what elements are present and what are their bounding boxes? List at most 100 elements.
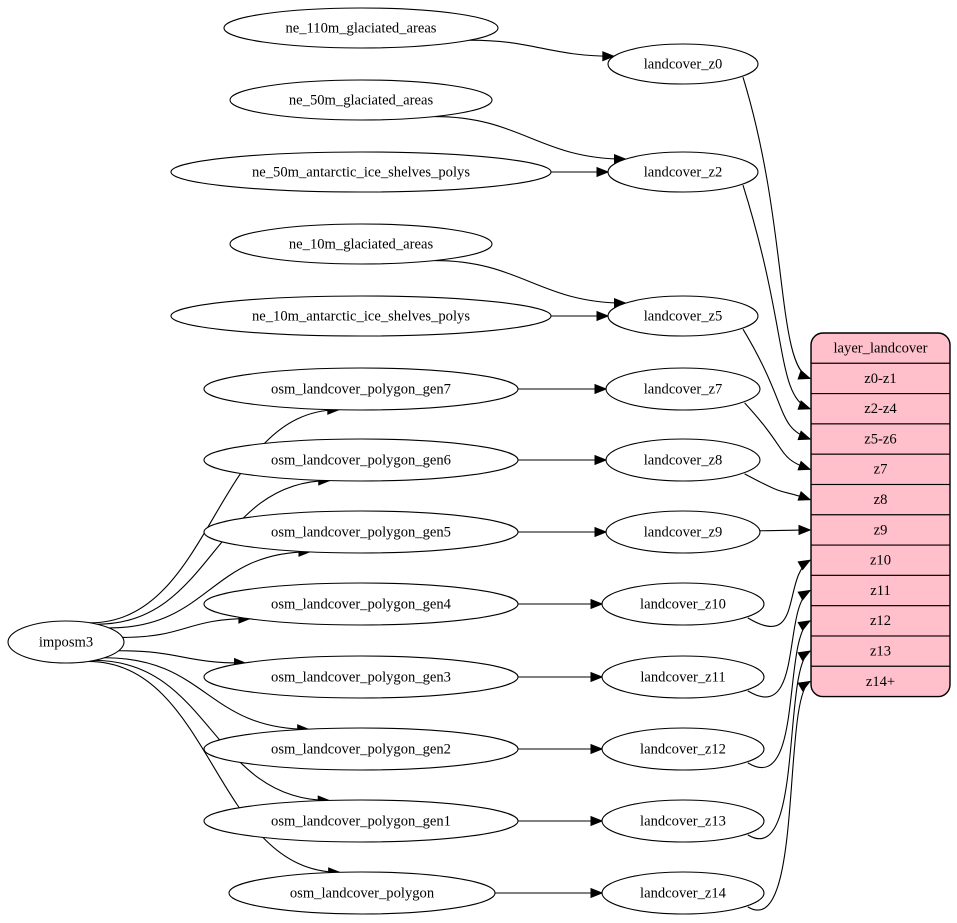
node-landcover_z11-label: landcover_z11 [640, 669, 725, 685]
layer-landcover-row-z12[interactable] [811, 605, 950, 637]
edge-landcover_z14-to-layer-row [747, 680, 811, 911]
layer-landcover-row-z0-z1[interactable] [811, 362, 950, 395]
node-ne_50m_antarctic_ice_shelves_polys-label: ne_50m_antarctic_ice_shelves_polys [252, 164, 470, 180]
edge-ne_110m_glaciated_areas-to-landcover_z0 [469, 39, 614, 57]
node-landcover_z9-label: landcover_z9 [644, 524, 723, 540]
node-landcover_z12-label: landcover_z12 [640, 741, 726, 757]
node-landcover_z8[interactable]: landcover_z8 [605, 438, 761, 482]
layer-landcover-row-z14plus[interactable] [811, 665, 950, 697]
node-imposm3[interactable]: imposm3 [7, 620, 125, 664]
layer-landcover-border [810, 332, 951, 698]
node-osm_landcover_polygon_gen1[interactable]: osm_landcover_polygon_gen1 [203, 799, 519, 843]
edge-arrowhead [797, 680, 812, 692]
node-landcover_z2-shape [607, 151, 759, 193]
node-osm_landcover_polygon_gen2-shape [203, 727, 519, 771]
node-landcover_z0-label: landcover_z0 [644, 56, 723, 72]
edge-arrowhead [797, 430, 812, 441]
node-landcover_z13-label: landcover_z13 [640, 813, 726, 829]
edge-ne_10m_glaciated_areas-to-landcover_z5 [434, 259, 626, 304]
node-landcover_z5-shape [607, 295, 759, 337]
node-ne_50m_glaciated_areas-label: ne_50m_glaciated_areas [289, 92, 434, 108]
node-landcover_z13-shape [601, 799, 765, 843]
edge-ne_50m_glaciated_areas-to-landcover_z2 [434, 115, 626, 160]
node-osm_landcover_polygon_gen3-shape [203, 655, 519, 699]
node-landcover_z7[interactable]: landcover_z7 [605, 367, 761, 411]
layer-landcover-row-z10[interactable] [811, 544, 950, 576]
layer-landcover-row-z5-z6[interactable] [811, 423, 950, 455]
node-ne_10m_glaciated_areas[interactable]: ne_10m_glaciated_areas [229, 223, 493, 265]
edge-arrowhead [596, 310, 610, 322]
layer-landcover-row-z13-label: z13 [870, 643, 891, 659]
layer-landcover-row-z10-label: z10 [870, 553, 891, 569]
edge-imposm3-to-osm_landcover_polygon_gen7 [89, 409, 339, 624]
node-ne_50m_glaciated_areas[interactable]: ne_50m_glaciated_areas [229, 79, 493, 121]
node-landcover_z7-label: landcover_z7 [644, 381, 723, 397]
node-landcover_z10[interactable]: landcover_z10 [601, 582, 765, 626]
node-landcover_z0[interactable]: landcover_z0 [607, 43, 759, 85]
node-osm_landcover_polygon_gen3[interactable]: osm_landcover_polygon_gen3 [203, 655, 519, 699]
layer-landcover-row-z5-z6-label: z5-z6 [864, 431, 896, 447]
node-ne_10m_glaciated_areas-shape [229, 223, 493, 265]
node-landcover_z5[interactable]: landcover_z5 [607, 295, 759, 337]
node-ne_10m_antarctic_ice_shelves_polys-shape [170, 295, 552, 337]
node-landcover_z14-label: landcover_z14 [640, 885, 727, 901]
node-osm_landcover_polygon_gen7[interactable]: osm_landcover_polygon_gen7 [203, 367, 519, 411]
node-ne_110m_glaciated_areas[interactable]: ne_110m_glaciated_areas [223, 7, 499, 49]
edge-arrowhead [797, 490, 812, 501]
node-osm_landcover_polygon-label: osm_landcover_polygon [290, 885, 435, 901]
edge-landcover_z2-to-layer-row [742, 185, 811, 410]
edge-imposm3-to-osm_landcover_polygon [87, 660, 340, 873]
node-landcover_z2[interactable]: landcover_z2 [607, 151, 759, 193]
layer-landcover-header-label: layer_landcover [834, 340, 928, 356]
edge-imposm3-to-osm_landcover_polygon_gen5 [109, 551, 310, 629]
edge-arrowhead [590, 598, 604, 610]
node-landcover_z14-shape [601, 871, 765, 915]
edge-imposm3-to-osm_landcover_polygon_gen6 [97, 479, 330, 625]
node-osm_landcover_polygon_gen2-label: osm_landcover_polygon_gen2 [271, 741, 451, 757]
node-osm_landcover_polygon-shape [228, 871, 496, 915]
node-ne_10m_antarctic_ice_shelves_polys[interactable]: ne_10m_antarctic_ice_shelves_polys [170, 295, 552, 337]
node-ne_10m_glaciated_areas-label: ne_10m_glaciated_areas [289, 236, 434, 252]
node-ne_50m_antarctic_ice_shelves_polys[interactable]: ne_50m_antarctic_ice_shelves_polys [170, 151, 552, 193]
layer-landcover-row-z8-label: z8 [874, 492, 888, 508]
node-osm_landcover_polygon_gen4[interactable]: osm_landcover_polygon_gen4 [203, 582, 519, 626]
edge-arrowhead [590, 671, 604, 683]
node-landcover_z8-shape [605, 438, 761, 482]
node-osm_landcover_polygon_gen7-label: osm_landcover_polygon_gen7 [271, 381, 451, 397]
layer-landcover-row-z9[interactable] [811, 514, 950, 546]
node-ne_110m_glaciated_areas-label: ne_110m_glaciated_areas [285, 20, 436, 36]
node-osm_landcover_polygon_gen2[interactable]: osm_landcover_polygon_gen2 [203, 727, 519, 771]
edge-landcover_z13-to-layer-row [747, 650, 811, 839]
edge-landcover_z12-to-layer-row [747, 620, 811, 768]
node-osm_landcover_polygon[interactable]: osm_landcover_polygon [228, 871, 496, 915]
edge-arrowhead [798, 524, 812, 536]
edge-arrowhead [594, 454, 608, 466]
node-landcover_z12[interactable]: landcover_z12 [601, 727, 765, 771]
node-landcover_z14[interactable]: landcover_z14 [601, 871, 765, 915]
node-landcover_z13[interactable]: landcover_z13 [601, 799, 765, 843]
node-osm_landcover_polygon_gen4-label: osm_landcover_polygon_gen4 [271, 596, 452, 612]
node-osm_landcover_polygon_gen5[interactable]: osm_landcover_polygon_gen5 [203, 510, 519, 554]
node-landcover_z5-label: landcover_z5 [644, 308, 723, 324]
node-ne_110m_glaciated_areas-shape [223, 7, 499, 49]
edge-imposm3-to-osm_landcover_polygon_gen2 [104, 657, 309, 730]
node-osm_landcover_polygon_gen5-label: osm_landcover_polygon_gen5 [271, 524, 451, 540]
node-landcover_z9[interactable]: landcover_z9 [605, 510, 761, 554]
edge-arrowhead [590, 743, 604, 755]
node-landcover_z8-label: landcover_z8 [644, 452, 723, 468]
layer-landcover-row-z13[interactable] [811, 635, 950, 667]
node-landcover_z10-label: landcover_z10 [640, 596, 726, 612]
layer-landcover-rows: layer_landcoverz0-z1z2-z4z5-z6z7z8z9z10z… [811, 333, 950, 697]
layer-landcover-row-z0-z1-label: z0-z1 [864, 371, 896, 387]
node-landcover_z7-shape [605, 367, 761, 411]
node-landcover_z11[interactable]: landcover_z11 [601, 655, 765, 699]
layer-landcover-row-z8[interactable] [811, 483, 950, 516]
node-landcover_z10-shape [601, 582, 765, 626]
layer-landcover-header[interactable] [811, 333, 950, 364]
layer-landcover-table: layer_landcoverz0-z1z2-z4z5-z6z7z8z9z10z… [810, 332, 951, 698]
node-ne_50m_antarctic_ice_shelves_polys-shape [170, 151, 552, 193]
edge-imposm3-to-osm_landcover_polygon_gen4 [122, 618, 250, 638]
node-osm_landcover_polygon_gen6[interactable]: osm_landcover_polygon_gen6 [203, 438, 519, 482]
layer-landcover-row-z7-label: z7 [874, 462, 888, 478]
edge-arrowhead [594, 526, 608, 538]
